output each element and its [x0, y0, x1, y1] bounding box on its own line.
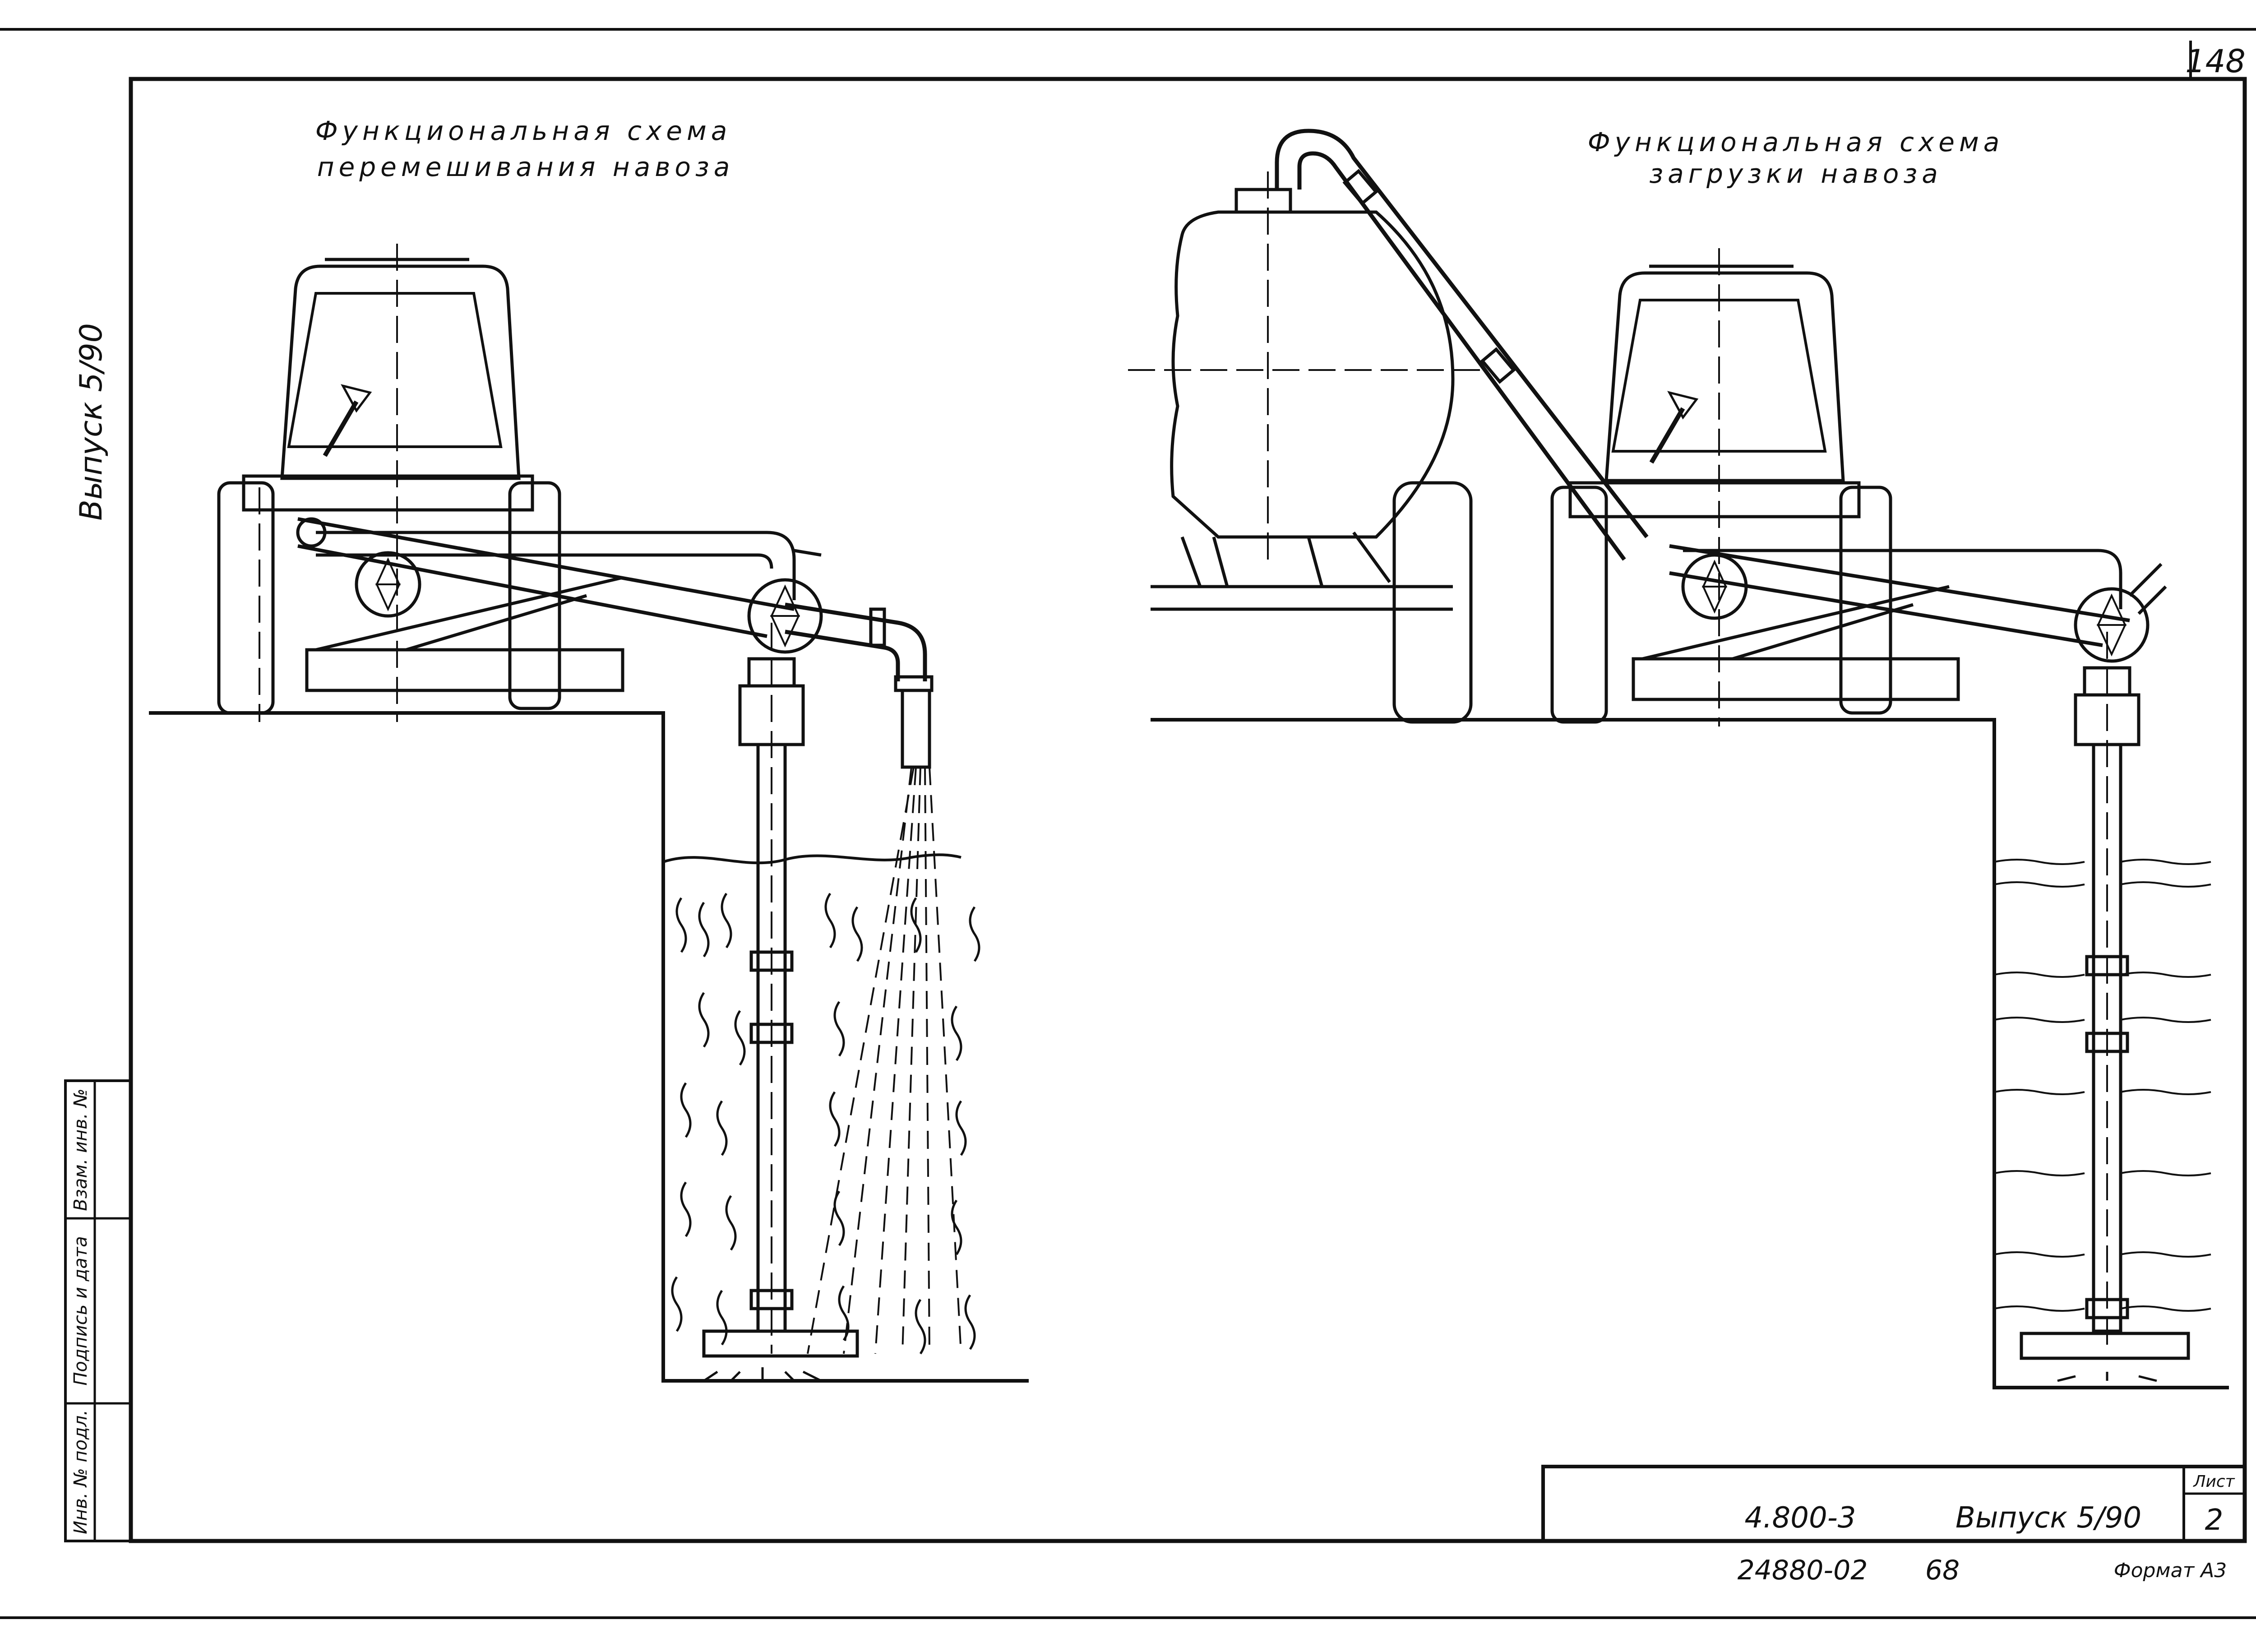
side-issue-label: Выпуск 5/90: [74, 323, 109, 521]
stamp-column: Инв. № подл. Подпись и дата Взам. инв. №: [64, 1079, 132, 1542]
right-front-wheel: [1839, 486, 1892, 715]
left-drive-arm: [296, 517, 934, 769]
left-spray-jets: [807, 767, 962, 1354]
sheet-label: Лист: [2192, 1472, 2235, 1491]
right-drive-arm: [1669, 544, 2167, 663]
page-number-box: 148: [2185, 41, 2246, 80]
stamp-inv-no: Инв. № подл.: [70, 1410, 91, 1534]
title-block: Лист 2 4.800-3 Выпуск 5/90: [1541, 1465, 2247, 1543]
left-impeller-plate: [702, 1329, 859, 1358]
fill-hose: [1275, 129, 1649, 538]
left-pump-pulley: [747, 578, 823, 654]
issue-number: Выпуск 5/90: [1956, 1501, 2141, 1535]
left-tractor-cab: [280, 264, 521, 480]
right-liquid-hatching: [1994, 859, 2211, 1312]
drawing-frame: [129, 77, 2247, 1543]
left-nozzle: [901, 689, 931, 769]
doc-code: 4.800-3: [1744, 1501, 1856, 1535]
left-ground-pit-outline: [149, 711, 1029, 1383]
right-title-line1: Функциональная схема: [1588, 127, 2004, 157]
left-discharge-pipe: [785, 602, 927, 681]
right-pump-pulley: [2074, 587, 2150, 663]
right-drive-pulley: [1681, 553, 1748, 620]
left-tractor: [217, 244, 624, 722]
left-title-line1: Функциональная схема: [315, 116, 732, 146]
right-rear-wheel: [1550, 486, 1608, 724]
left-tractor-window: [287, 292, 503, 448]
left-tractor-body: [242, 474, 534, 512]
sheet-number: 2: [2205, 1504, 2224, 1537]
right-tractor: [1550, 248, 1960, 727]
right-pump-shaft: [2020, 632, 2190, 1382]
right-title: Функциональная схема загрузки навоза: [1588, 127, 2004, 189]
left-title-line2: перемешивания навоза: [317, 152, 735, 182]
left-rear-wheel: [217, 481, 275, 715]
left-schema-mixing: [149, 244, 1029, 1383]
left-title: Функциональная схема перемешивания навоз…: [315, 116, 735, 182]
tank-body: [1170, 210, 1455, 539]
right-impeller-plate: [2020, 1332, 2190, 1360]
left-pump-shaft: [702, 623, 859, 1382]
archive-number: 24880-02: [1738, 1555, 1868, 1586]
tank-wheel: [1392, 481, 1473, 724]
left-manure-surface: [663, 853, 962, 865]
left-manure-texture: [671, 893, 980, 1355]
page-number: 148: [2185, 43, 2246, 80]
stamp-replacement: Взам. инв. №: [70, 1088, 91, 1211]
page-code: 68: [1925, 1555, 1960, 1586]
right-ground-pit-outline: [1151, 718, 2229, 1389]
right-tank-trailer: [1128, 129, 1649, 724]
left-drive-pulley: [355, 551, 421, 618]
right-tractor-cab: [1604, 271, 1845, 482]
right-title-line2: загрузки навоза: [1649, 158, 1942, 189]
right-schema-loading: [1128, 129, 2229, 1389]
stamp-signature-date: Подпись и дата: [70, 1236, 91, 1385]
format-label: Формат А3: [2114, 1559, 2227, 1582]
